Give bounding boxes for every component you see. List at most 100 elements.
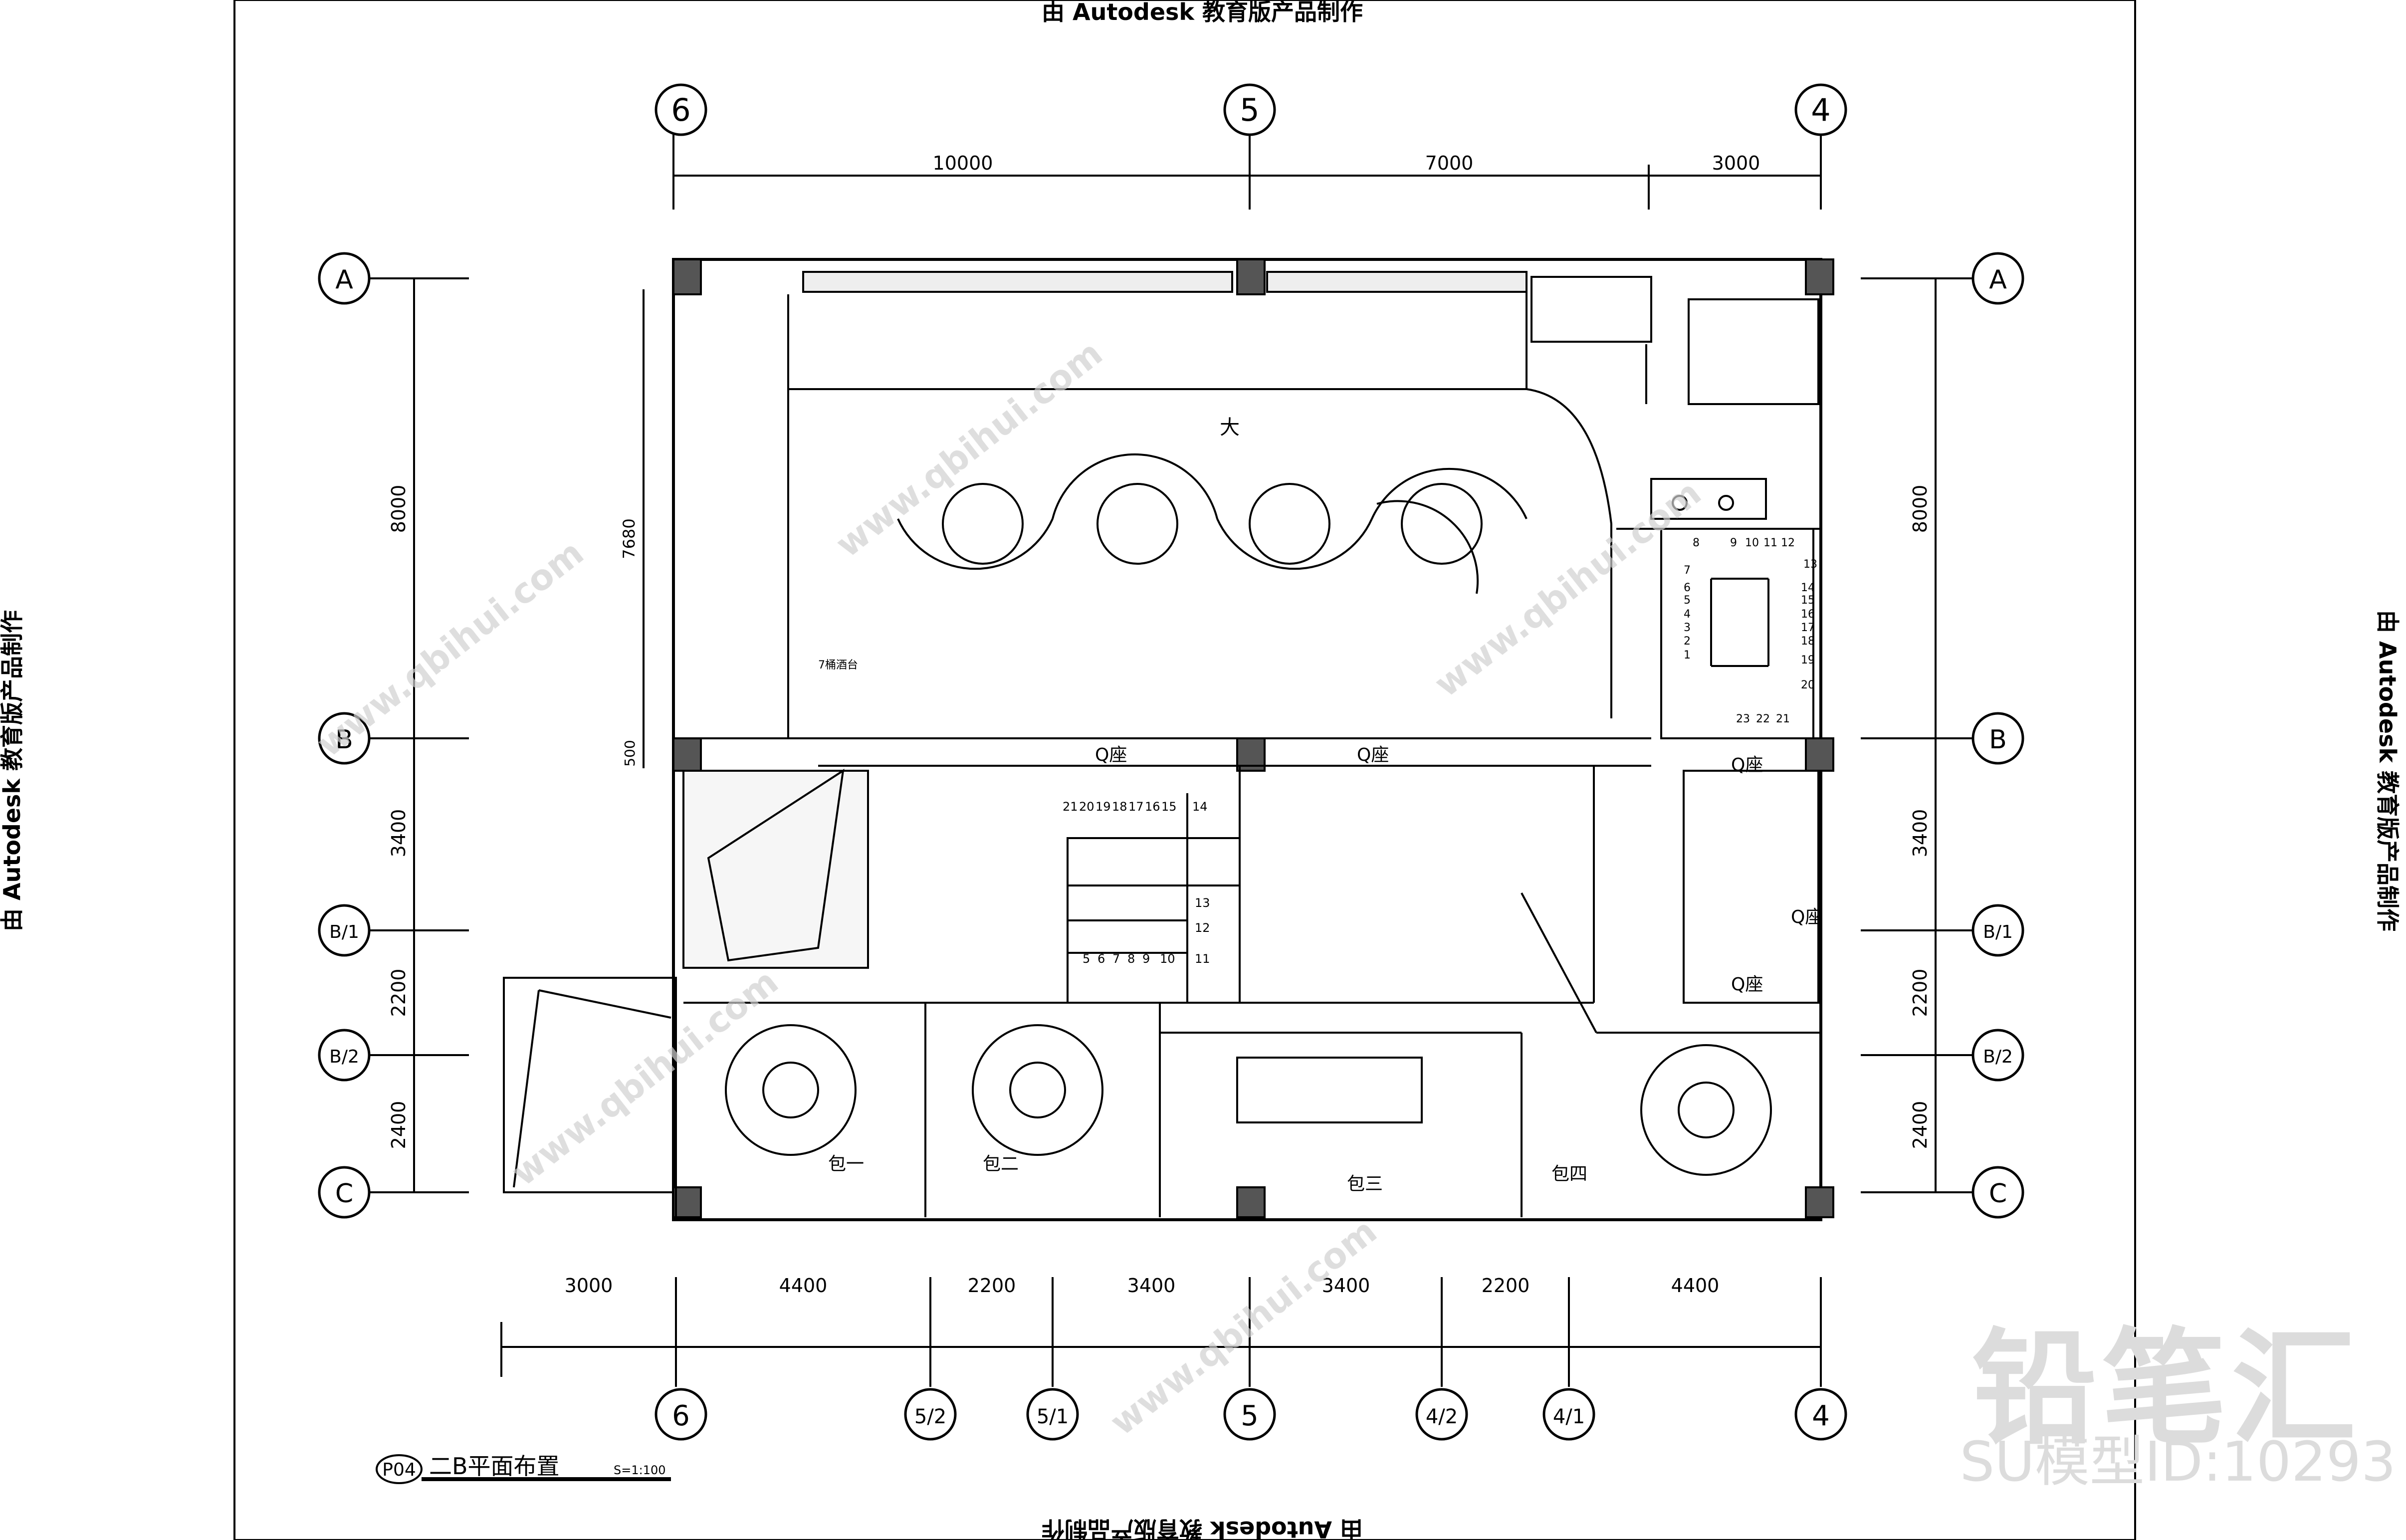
dim-bottom-3: 3400 <box>1127 1275 1176 1297</box>
stair-c-4: 17 <box>1128 800 1144 814</box>
grid-label-top-0: 6 <box>671 92 690 128</box>
dim-top-1: 7000 <box>1425 152 1474 174</box>
grid-label-top-1: 5 <box>1240 92 1259 128</box>
grid-label-bottom-2: 5/1 <box>1037 1405 1069 1428</box>
stair-c-3: 18 <box>1112 800 1127 814</box>
grid-label-top-2: 4 <box>1811 92 1830 128</box>
banner-bottom: 由 Autodesk 教育版产品制作 <box>1042 1516 1363 1540</box>
room-label-private1: 包一 <box>828 1154 864 1174</box>
grid-label-bottom-0: 6 <box>672 1400 690 1432</box>
stair-r-10: 15 <box>1801 594 1815 607</box>
sheet-border <box>233 0 2136 1540</box>
watermark-url-2: www.qbihui.com <box>828 333 1110 566</box>
sheet-number-bubble <box>376 1454 423 1484</box>
stair-r-14: 17 <box>1801 622 1815 634</box>
stair-c-12: 7 <box>1112 952 1120 966</box>
dim-right-3: 2400 <box>1909 1101 1931 1149</box>
stair-c-9: 12 <box>1195 921 1210 935</box>
stair-r-17: 1 <box>1684 649 1691 661</box>
stair-r-3: 11 <box>1763 537 1777 549</box>
stair-r-1: 9 <box>1730 537 1737 549</box>
dim-inner-1: 500 <box>622 740 638 766</box>
dim-right-2: 2200 <box>1909 969 1931 1017</box>
room-label-bar: 7桶酒台 <box>818 659 858 671</box>
stair-c-15: 10 <box>1160 952 1175 966</box>
stair-r-13: 3 <box>1684 622 1691 634</box>
watermark-logo: 铅笔汇 <box>1972 1316 2361 1461</box>
banner-left: 由 Autodesk 教育版产品制作 <box>0 610 25 931</box>
stair-r-5: 7 <box>1684 564 1691 577</box>
stair-c-5: 16 <box>1145 800 1160 814</box>
watermark-url-3: www.qbihui.com <box>1427 472 1709 705</box>
stair-r-21: 22 <box>1756 713 1770 725</box>
stair-c-2: 19 <box>1095 800 1111 814</box>
room-label-seat-3: Q座 <box>1731 755 1763 775</box>
dim-right-1: 3400 <box>1909 809 1931 858</box>
dim-left-1: 3400 <box>388 809 410 858</box>
banner-top: 由 Autodesk 教育版产品制作 <box>1042 0 1363 25</box>
grid-bubble-5-2 <box>904 1388 957 1441</box>
dim-bottom-5: 2200 <box>1482 1275 1530 1297</box>
stair-c-11: 6 <box>1097 952 1105 966</box>
stair-c-16: 11 <box>1195 952 1210 966</box>
stair-r-4: 12 <box>1781 537 1795 549</box>
stair-r-2: 10 <box>1745 537 1759 549</box>
stair-r-7: 6 <box>1684 582 1691 594</box>
room-label-private3: 包三 <box>1347 1174 1383 1194</box>
dim-left-3: 2400 <box>388 1101 410 1149</box>
watermark-url-4: www.qbihui.com <box>504 961 786 1194</box>
stair-r-11: 4 <box>1684 608 1691 621</box>
dim-bottom-1: 4400 <box>779 1275 828 1297</box>
sheet-scale: S=1:100 <box>614 1463 666 1477</box>
grid-bubble-5-1 <box>1026 1388 1079 1441</box>
grid-row-label-B1-right: B/1 <box>1983 922 2013 942</box>
grid-label-bottom-4: 4/2 <box>1426 1405 1458 1428</box>
stair-r-18: 19 <box>1801 654 1815 666</box>
stair-r-22: 21 <box>1776 713 1790 725</box>
stair-r-0: 8 <box>1693 537 1700 549</box>
grid-row-label-C-left: C <box>335 1179 353 1209</box>
banner-right: 由 Autodesk 教育版产品制作 <box>2374 610 2401 931</box>
stair-c-0: 21 <box>1063 800 1078 814</box>
grid-row-label-B2-right: B/2 <box>1983 1047 2013 1067</box>
dim-bottom-2: 2200 <box>968 1275 1016 1297</box>
stair-r-20: 23 <box>1736 713 1750 725</box>
grid-row-label-C-right: C <box>1989 1179 2007 1209</box>
grid-bubble-5-bottom <box>1223 1388 1276 1441</box>
dim-bottom-0: 3000 <box>565 1275 613 1297</box>
grid-label-bottom-3: 5 <box>1241 1400 1259 1432</box>
grid-bubble-4-bottom <box>1794 1388 1847 1441</box>
stair-r-15: 2 <box>1684 635 1691 648</box>
room-label-private2: 包二 <box>983 1154 1019 1174</box>
dim-right-0: 8000 <box>1909 485 1931 533</box>
room-label-seat-5: Q座 <box>1731 974 1763 995</box>
watermark-url-1: www.qbihui.com <box>309 532 591 765</box>
stair-r-6: 13 <box>1803 558 1817 571</box>
grid-bubble-4-2 <box>1415 1388 1468 1441</box>
room-label-seat-4: Q座 <box>1791 907 1823 927</box>
stair-c-13: 8 <box>1127 952 1135 966</box>
dim-bottom-4: 3400 <box>1322 1275 1370 1297</box>
grid-label-bottom-5: 4/1 <box>1553 1405 1585 1428</box>
watermark-model-id: SU模型ID:10293 <box>1960 1430 2396 1494</box>
stair-c-7: 14 <box>1192 800 1208 814</box>
grid-bubble-6-top <box>655 83 707 136</box>
sheet-number: P04 <box>382 1460 416 1480</box>
grid-bubble-4-1 <box>1542 1388 1595 1441</box>
stair-r-19: 20 <box>1801 679 1815 691</box>
dim-top-0: 10000 <box>933 152 993 174</box>
room-label-seat-1: Q座 <box>1095 745 1127 765</box>
dim-bottom-6: 4400 <box>1671 1275 1720 1297</box>
stair-c-14: 9 <box>1142 952 1150 966</box>
grid-row-label-B-right: B <box>1989 725 2007 755</box>
grid-bubble-5-top <box>1223 83 1276 136</box>
grid-row-label-A-right: A <box>1989 265 2007 295</box>
dim-top-2: 3000 <box>1712 152 1760 174</box>
stair-r-12: 16 <box>1801 608 1815 621</box>
stair-c-8: 13 <box>1195 896 1210 910</box>
sheet-title: 二B平面布置 <box>429 1453 560 1480</box>
grid-row-label-A-left: A <box>335 265 353 295</box>
stair-r-9: 5 <box>1684 594 1691 607</box>
grid-row-label-B-left: B <box>335 725 353 755</box>
